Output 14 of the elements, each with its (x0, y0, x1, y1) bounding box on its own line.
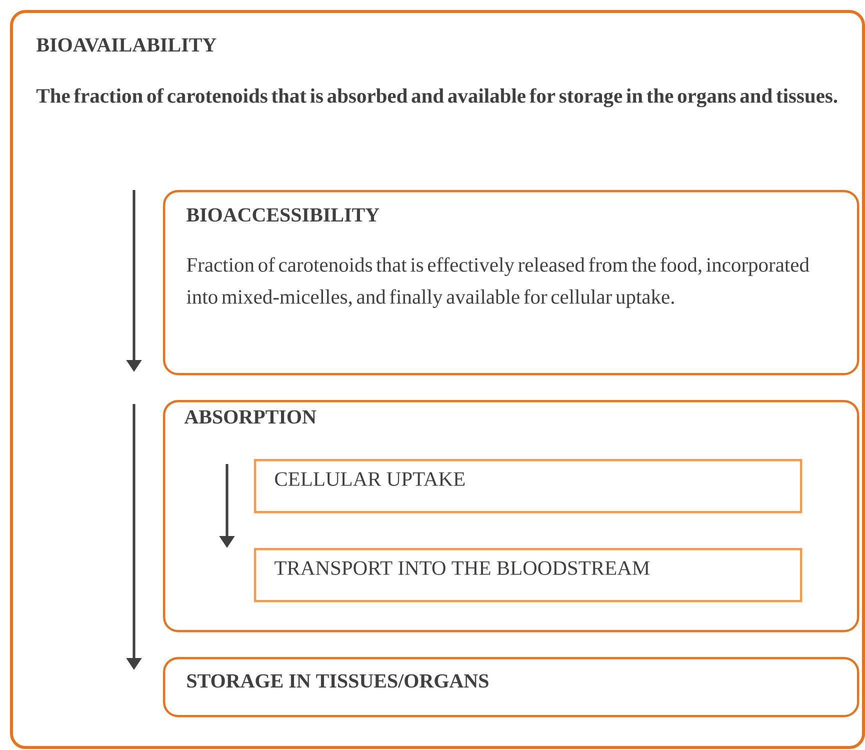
step-label: CELLULAR UPTAKE (275, 472, 465, 486)
heading: BIOACCESSIBILITY (186, 208, 380, 222)
description: The fraction of carotenoids that is absorbed and available for storage in the organs and tissues. (36, 88, 838, 108)
group-box (163, 400, 860, 632)
step-label: TRANSPORT INTO THE BLOODSTREAM (274, 561, 650, 575)
process-box (163, 190, 860, 376)
step-box (254, 548, 802, 602)
description: Fraction of carotenoids that is effectively released from the food, incorporated into mixed-micelles, and finally available for cellular uptake. (186, 257, 810, 308)
process-box (163, 657, 860, 718)
step-box (254, 459, 802, 514)
heading: ABSORPTION (184, 410, 316, 424)
panel (10, 10, 865, 749)
heading: STORAGE IN TISSUES/ORGANS (187, 674, 488, 688)
heading: BIOAVAILABILITY (36, 38, 216, 52)
